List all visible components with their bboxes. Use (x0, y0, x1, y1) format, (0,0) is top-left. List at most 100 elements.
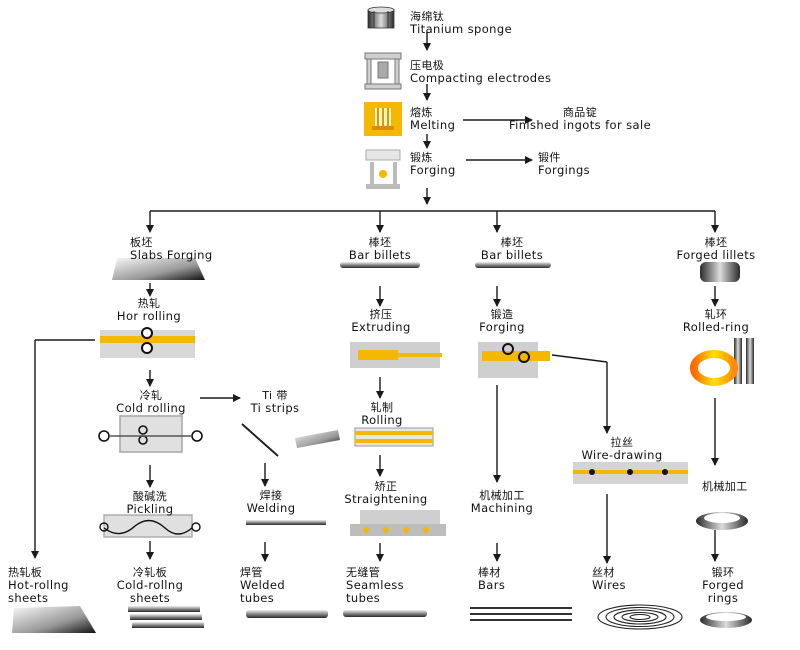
forging-en: Forging (410, 163, 456, 177)
seamless-tubes-label: 无缝管 Seamless tubes (346, 566, 404, 605)
hot-sheet-icon (12, 606, 96, 633)
melting-furnace-icon (364, 102, 402, 136)
bar-billets-label: 棒坯 Bar billets (342, 236, 418, 262)
forged-billets-label: 棒坯 Forged lillets (668, 236, 764, 262)
seamless-tubes-cn: 无缝管 (346, 566, 381, 579)
sponge-label: 海绵钛 Titanium sponge (410, 10, 512, 36)
extruding-cn: 挤压 (369, 308, 393, 321)
ti-strips-label: Ti 带 Ti strips (246, 389, 304, 415)
welded-tubes-label: 焊管 Welded tubes (240, 566, 285, 605)
seamless-tubes-en1: Seamless (346, 578, 405, 592)
forging-branch-label: 锻造 Forging (470, 308, 534, 334)
pickling-cn: 酸碱洗 (132, 490, 168, 503)
hot-sheets-en1: Hot-rollng (8, 578, 69, 592)
slabs-cn: 板坯 (130, 236, 153, 249)
rolled-ring-label: 轧环 Rolled-ring (672, 308, 760, 334)
cold-rolling-en: Cold rolling (116, 401, 186, 415)
welding-en: Welding (246, 501, 296, 515)
cold-sheets-en2: sheets (129, 591, 171, 605)
melting-cn: 熔炼 (410, 106, 433, 119)
machined-ring-icon (696, 512, 748, 530)
bars-cn: 棒材 (478, 566, 501, 579)
forging-die-icon (478, 342, 550, 378)
forged-billets-en: Forged lillets (676, 248, 756, 262)
bar-billets-2-label: 棒坯 Bar billets (474, 236, 550, 262)
welding-tube-icon (246, 520, 326, 525)
forged-rings-cn: 锻环 (711, 566, 735, 579)
machining-4-cn: 机械加工 (702, 480, 748, 493)
wire-drawing-cn: 拉丝 (610, 436, 634, 449)
press-icon (364, 52, 402, 90)
straightening-cn: 矫正 (374, 480, 398, 493)
pickling-en: Pickling (126, 502, 174, 516)
slabs-en: Slabs Forging (130, 248, 213, 262)
ti-strips-en: Ti strips (250, 401, 300, 415)
welded-tubes-cn: 焊管 (240, 566, 263, 579)
wire-coil-icon (597, 604, 683, 630)
hot-sheets-en2: sheets (8, 591, 49, 605)
welded-tube-icon (246, 610, 328, 618)
hot-sheets-label: 热轧板 Hot-rollng sheets (8, 566, 69, 605)
bar-billet-icon-2 (475, 262, 551, 268)
cold-sheets-label: 冷轧板 Cold-rollng sheets (110, 566, 190, 605)
extruding-en: Extruding (351, 320, 411, 334)
melting-label: 熔炼 Melting (410, 106, 455, 132)
welded-tubes-en1: Welded (240, 578, 286, 592)
bar-billets-2-cn: 棒坯 (500, 236, 524, 249)
welding-cn: 焊接 (259, 489, 283, 502)
forged-billet-icon (700, 262, 740, 282)
forgings-label: 锻件 Forgings (538, 151, 590, 177)
extruder-icon (350, 342, 442, 368)
machining-4-label: 机械加工 (702, 480, 748, 493)
straightening-en: Straightening (344, 492, 428, 506)
melting-en: Melting (410, 118, 456, 132)
slabs-label: 板坯 Slabs Forging (130, 236, 213, 262)
extruding-label: 挤压 Extruding (346, 308, 416, 334)
cold-sheets-icon (128, 606, 204, 628)
forging-cn: 锻炼 (410, 151, 433, 164)
hot-rolling-mill-icon (100, 327, 195, 358)
wires-label: 丝材 Wires (592, 566, 626, 592)
forged-rings-en2: rings (707, 591, 739, 605)
ingots-label: 商品锭 Finished ingots for sale (500, 106, 660, 132)
cold-rolling-label: 冷轧 Cold rolling (108, 389, 194, 415)
wires-cn: 丝材 (592, 566, 615, 579)
machining-cn: 机械加工 (479, 489, 525, 502)
straightener-icon (350, 510, 446, 536)
forging-label: 锻炼 Forging (410, 151, 456, 177)
compacting-label: 压电极 Compacting electrodes (410, 59, 551, 85)
bar-billets-2-en: Bar billets (480, 248, 544, 262)
machining-label: 机械加工 Machining (460, 489, 544, 515)
forged-billets-cn: 棒坯 (704, 236, 728, 249)
ring-rolling-icon (690, 338, 754, 386)
sponge-en: Titanium sponge (410, 22, 513, 36)
straightening-label: 矫正 Straightening (336, 480, 436, 506)
forged-rings-label: 锻环 Forged rings (696, 566, 750, 605)
sponge-cn: 海绵钛 (410, 10, 445, 23)
bars-en: Bars (478, 578, 506, 592)
rolled-ring-cn: 轧环 (704, 308, 728, 321)
machining-en: Machining (470, 501, 534, 515)
cold-sheets-en1: Cold-rollng (116, 578, 184, 592)
bar-billet-icon (340, 262, 420, 268)
wire-drawing-en: Wire-drawing (581, 448, 663, 462)
cold-rolling-cn: 冷轧 (139, 389, 163, 402)
bars-icon (470, 607, 572, 621)
pickling-line-icon (99, 514, 201, 538)
forging-press-icon (365, 149, 401, 189)
ti-strip-icon (241, 423, 340, 457)
ingots-en: Finished ingots for sale (508, 118, 652, 132)
slab-icon (112, 258, 205, 280)
forging-branch-en: Forging (479, 320, 525, 334)
rolling-mill-icon (354, 427, 434, 447)
welding-label: 焊接 Welding (240, 489, 302, 515)
forging-branch-cn: 锻造 (490, 308, 514, 321)
bars-label: 棒材 Bars (478, 566, 505, 592)
wires-en: Wires (592, 578, 626, 592)
rolling-en: Rolling (361, 413, 403, 427)
hot-sheets-cn: 热轧板 (8, 566, 43, 579)
forgings-en: Forgings (538, 163, 591, 177)
ingots-cn: 商品锭 (562, 106, 598, 119)
